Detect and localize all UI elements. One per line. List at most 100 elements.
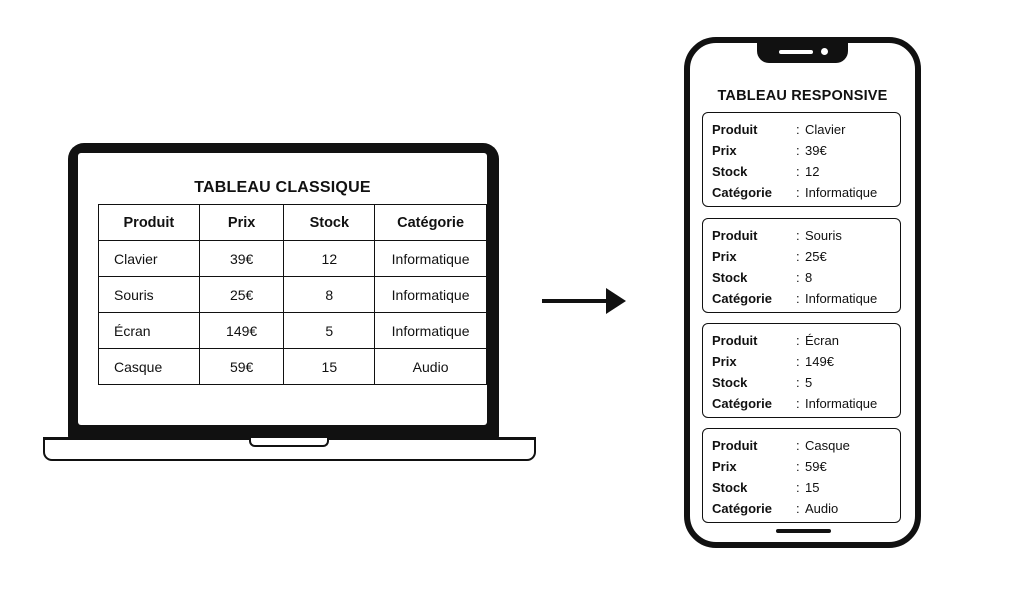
card-value: 59€: [805, 459, 827, 474]
card-row: Produit: Souris: [712, 226, 842, 246]
table-row: Écran 149€ 5 Informatique: [98, 312, 487, 349]
card-separator: :: [796, 270, 800, 285]
card-row: Prix:149€: [712, 352, 834, 372]
card-label: Catégorie: [712, 396, 772, 411]
card-label: Prix: [712, 143, 737, 158]
card-row: Produit: Écran: [712, 331, 839, 351]
card-separator: :: [796, 501, 800, 516]
card-label: Stock: [712, 270, 748, 285]
laptop-screen: TABLEAU CLASSIQUE Produit Prix Stock Cat…: [78, 153, 487, 425]
table-row: Souris 25€ 8 Informatique: [98, 276, 487, 313]
card-separator: :: [796, 291, 800, 306]
card-label: Catégorie: [712, 501, 772, 516]
card-separator: :: [796, 396, 800, 411]
card-separator: :: [796, 438, 800, 453]
card-row: Catégorie: Informatique: [712, 394, 877, 414]
table-cell: Casque: [98, 348, 200, 385]
card-separator: :: [796, 185, 800, 200]
table-cell: Audio: [374, 348, 487, 385]
card-row: Catégorie: Audio: [712, 499, 838, 519]
card-separator: :: [796, 249, 800, 264]
table-cell: Informatique: [374, 240, 487, 277]
card-label: Produit: [712, 228, 758, 243]
card-value: 149€: [805, 354, 834, 369]
card-value: Informatique: [805, 396, 878, 411]
card-separator: :: [796, 164, 800, 179]
card-value: 5: [805, 375, 813, 390]
column-header-categorie: Catégorie: [374, 204, 487, 241]
column-header-prix: Prix: [198, 204, 285, 241]
table-cell: Informatique: [374, 276, 487, 313]
table-cell: Informatique: [374, 312, 487, 349]
card-value: 25€: [805, 249, 827, 264]
card-label: Prix: [712, 354, 737, 369]
table-cell: Écran: [98, 312, 200, 349]
classic-table: Produit Prix Stock Catégorie Clavier 39€…: [98, 204, 487, 385]
home-indicator: [776, 529, 831, 533]
table-row: Clavier 39€ 12 Informatique: [98, 240, 487, 277]
card-value: 39€: [805, 143, 827, 158]
card-separator: :: [796, 228, 800, 243]
card-row: Catégorie: Informatique: [712, 183, 877, 203]
card-row: Produit:Clavier: [712, 120, 845, 140]
laptop-title: TABLEAU CLASSIQUE: [194, 179, 371, 196]
card-label: Catégorie: [712, 185, 772, 200]
card-value: Casque: [805, 438, 850, 453]
card-separator: :: [796, 459, 800, 474]
card-label: Catégorie: [712, 291, 772, 306]
card-label: Stock: [712, 164, 748, 179]
table-cell: 39€: [198, 240, 285, 277]
card-row: Produit: Casque: [712, 436, 850, 456]
table-row: Casque 59€ 15 Audio: [98, 348, 487, 385]
laptop-lid: TABLEAU CLASSIQUE Produit Prix Stock Cat…: [68, 143, 499, 438]
card-value: Clavier: [805, 122, 846, 137]
arrow-right-icon: [542, 288, 626, 314]
card-row: Prix:25€: [712, 247, 827, 267]
table-cell: 59€: [198, 348, 285, 385]
card-separator: :: [796, 480, 800, 495]
card-value: Souris: [805, 228, 842, 243]
card-row: Stock:8: [712, 268, 812, 288]
column-header-produit: Produit: [98, 204, 200, 241]
card-separator: :: [796, 122, 800, 137]
camera-icon: [821, 48, 828, 55]
card-value: 15: [805, 480, 820, 495]
card-separator: :: [796, 333, 800, 348]
card-label: Prix: [712, 459, 737, 474]
card-row: Stock:5: [712, 373, 812, 393]
card-label: Stock: [712, 480, 748, 495]
card-separator: :: [796, 375, 800, 390]
phone-notch: [757, 41, 848, 63]
card-separator: :: [796, 143, 800, 158]
table-cell: Souris: [98, 276, 200, 313]
card-value: 8: [805, 270, 813, 285]
card-row: Stock:15: [712, 478, 819, 498]
card-row: Stock:12: [712, 162, 819, 182]
table-cell: 149€: [198, 312, 285, 349]
card-row: Prix:59€: [712, 457, 827, 477]
card-value: Informatique: [805, 291, 878, 306]
card-value: Informatique: [805, 185, 878, 200]
card-row: Prix:39€: [712, 141, 827, 161]
card-label: Prix: [712, 249, 737, 264]
card-row: Catégorie: Informatique: [712, 289, 877, 309]
table-cell: 5: [283, 312, 376, 349]
table-cell: 8: [283, 276, 376, 313]
speaker-icon: [779, 50, 813, 54]
table-cell: Clavier: [98, 240, 200, 277]
card-value: Écran: [805, 333, 839, 348]
card-value: Audio: [805, 501, 839, 516]
card-value: 12: [805, 164, 820, 179]
card-label: Stock: [712, 375, 748, 390]
table-cell: 25€: [198, 276, 285, 313]
phone-title: TABLEAU RESPONSIVE: [717, 88, 888, 104]
table-cell: 12: [283, 240, 376, 277]
laptop-base: [43, 437, 536, 461]
card-label: Produit: [712, 333, 758, 348]
table-header-row: Produit Prix Stock Catégorie: [98, 204, 487, 241]
card-label: Produit: [712, 438, 758, 453]
